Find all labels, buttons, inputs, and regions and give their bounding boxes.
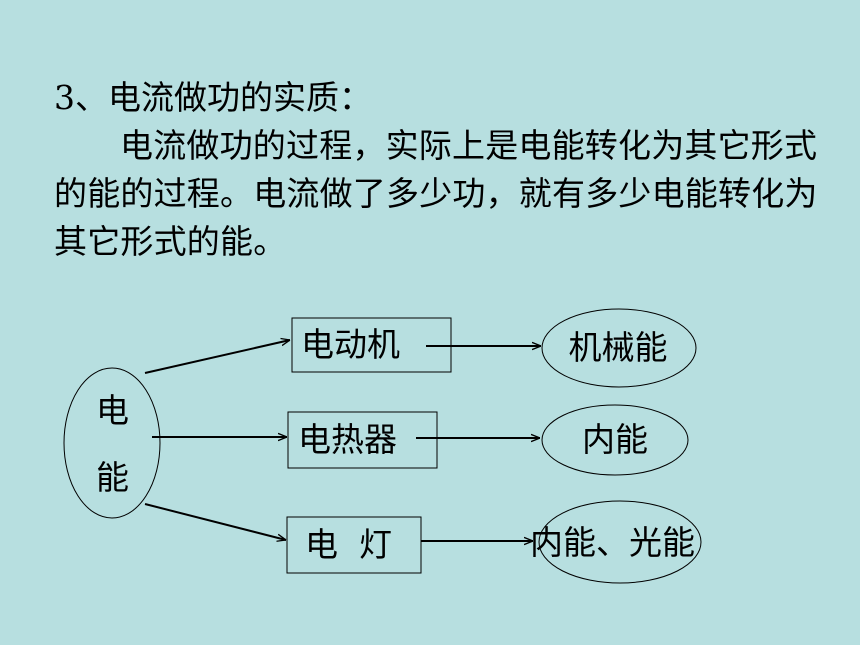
explanation-text: 3、电流做功的实质： 电流做功的过程，实际上是电能转化为其它形式的能的过程。电流… <box>54 74 824 266</box>
source-label-char-1: 电 <box>96 391 129 430</box>
source-label-char-2: 能 <box>96 458 129 497</box>
output-label-internal-light: 内能、光能 <box>530 523 695 562</box>
output-ellipse-internal-light <box>538 500 702 584</box>
arrow-source-to-motor <box>144 340 290 374</box>
device-label-lamp: 电 灯 <box>305 525 392 564</box>
output-label-internal: 内能 <box>582 420 648 459</box>
source-ellipse <box>63 367 161 519</box>
section-heading: 3、电流做功的实质： <box>54 78 372 117</box>
device-label-heater: 电热器 <box>298 420 397 459</box>
device-box-heater <box>287 411 438 469</box>
explanation-paragraph: 电流做功的过程，实际上是电能转化为其它形式的能的过程。电流做了多少功，就有多少电… <box>54 126 818 261</box>
device-box-lamp <box>286 516 422 574</box>
output-ellipse-mechanical <box>541 308 697 388</box>
device-label-motor: 电动机 <box>301 325 400 364</box>
output-ellipse-internal <box>541 404 689 476</box>
output-label-mechanical: 机械能 <box>568 328 668 367</box>
arrow-source-to-lamp <box>144 503 286 540</box>
